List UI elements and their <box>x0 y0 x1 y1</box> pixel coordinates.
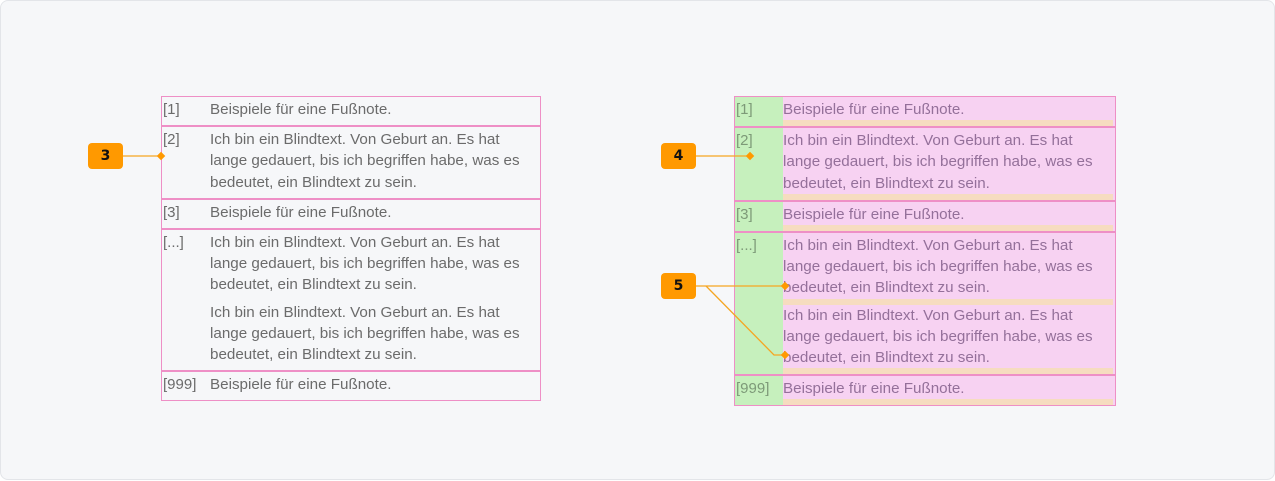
footnote-row: [...] Ich bin ein Blindtext. Von Geburt … <box>162 230 540 373</box>
footnote-text: Beispiele für eine Fußnote. <box>210 101 392 118</box>
footnote-text: Ich bin ein Blindtext. Von Geburt an. Es… <box>210 131 520 191</box>
annotation-badge-4: 4 <box>661 143 696 169</box>
footnote-text: Beispiele für eine Fußnote. <box>783 101 965 118</box>
footnote-row: [999] Beispiele für eine Fußnote. <box>162 372 540 400</box>
footnote-number: [999] <box>163 376 197 394</box>
footnote-text: Ich bin ein Blindtext. Von Geburt an. Es… <box>783 132 1093 192</box>
footnote-text: Beispiele für eine Fußnote. <box>210 376 392 394</box>
footnote-row: [3] Beispiele für eine Fußnote. <box>162 200 540 231</box>
footnote-row: [999] Beispiele für eine Fußnote. <box>735 376 1115 406</box>
footnote-body: Beispiele für eine Fußnote. <box>783 376 1115 406</box>
footnote-list-highlighted: [1] Beispiele für eine Fußnote. [2] Ich … <box>734 96 1116 407</box>
footnote-text: Beispiele für eine Fußnote. <box>783 380 965 398</box>
footnote-number: [2] <box>163 131 180 149</box>
footnote-number: [...] <box>163 234 184 252</box>
annotation-badge-3: 3 <box>88 143 123 169</box>
footnote-number: [...] <box>735 233 783 375</box>
footnote-body: Beispiele für eine Fußnote. <box>210 372 540 400</box>
annotation-badge-5: 5 <box>661 273 696 299</box>
footnote-number: [3] <box>163 203 180 221</box>
footnote-body: Beispiele für eine Fußnote. <box>210 200 540 228</box>
footnote-row: [3] Beispiele für eine Fußnote. <box>735 201 1115 234</box>
footnote-number: [1] <box>735 97 783 127</box>
footnote-body: Ich bin ein Blindtext. Von Geburt an. Es… <box>783 233 1115 375</box>
footnote-number: [3] <box>735 201 783 232</box>
footnote-row: [...] Ich bin ein Blindtext. Von Geburt … <box>735 233 1115 377</box>
footnote-row: [1] Beispiele für eine Fußnote. <box>735 97 1115 129</box>
footnote-body: Beispiele für eine Fußnote. <box>783 97 1115 127</box>
footnote-row: [2] Ich bin ein Blindtext. Von Geburt an… <box>162 127 540 200</box>
footnote-row: [2] Ich bin ein Blindtext. Von Geburt an… <box>735 128 1115 202</box>
footnote-text: Ich bin ein Blindtext. Von Geburt an. Es… <box>210 234 520 294</box>
footnote-body: Ich bin ein Blindtext. Von Geburt an. Es… <box>210 127 540 198</box>
footnote-text: Ich bin ein Blindtext. Von Geburt an. Es… <box>783 237 1093 297</box>
footnote-text: Beispiele für eine Fußnote. <box>783 205 965 223</box>
footnote-number: [2] <box>735 128 783 200</box>
footnote-number: [1] <box>163 101 180 118</box>
footnote-body: Ich bin ein Blindtext. Von Geburt an. Es… <box>783 128 1115 200</box>
footnote-text: Beispiele für eine Fußnote. <box>210 203 392 221</box>
footnote-body: Beispiele für eine Fußnote. <box>210 97 540 125</box>
footnote-text: Ich bin ein Blindtext. Von Geburt an. Es… <box>210 303 520 364</box>
footnote-text: Ich bin ein Blindtext. Von Geburt an. Es… <box>783 306 1093 367</box>
footnote-body: Ich bin ein Blindtext. Von Geburt an. Es… <box>210 230 540 370</box>
footnote-row: [1] Beispiele für eine Fußnote. <box>162 97 540 128</box>
footnote-list-plain: [1] Beispiele für eine Fußnote. [2] Ich … <box>161 96 541 402</box>
footnote-body: Beispiele für eine Fußnote. <box>783 201 1115 232</box>
footnote-number: [999] <box>735 376 783 406</box>
